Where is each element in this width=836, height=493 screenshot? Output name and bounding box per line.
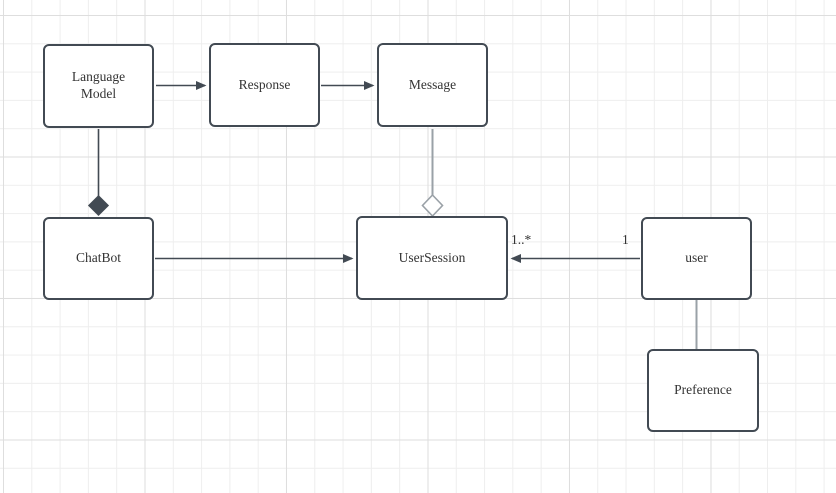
node-usersession-label: UserSession [398, 249, 466, 265]
node-user-label: user [685, 250, 708, 266]
node-response-label: Response [238, 76, 291, 92]
node-user[interactable]: user [641, 217, 752, 300]
node-chatbot-label: ChatBot [75, 250, 121, 266]
node-message-label: Message [408, 76, 457, 92]
node-language-model-label: Language Model [71, 69, 126, 101]
edge-message-usersession-aggregation[interactable] [421, 129, 444, 218]
node-chatbot[interactable]: ChatBot [43, 217, 154, 300]
node-preference-label: Preference [674, 382, 732, 398]
multiplicity-label-usersession: 1..* [511, 232, 532, 247]
composition-filled-diamond-icon [87, 194, 110, 217]
multiplicity-label-user: 1 [622, 232, 629, 247]
node-response[interactable]: Response [209, 43, 320, 127]
node-usersession[interactable]: UserSession [356, 216, 508, 300]
node-preference[interactable]: Preference [647, 349, 759, 432]
edge-languagemodel-chatbot-composition[interactable] [87, 129, 110, 217]
node-message[interactable]: Message [377, 43, 488, 127]
aggregation-open-diamond-icon [421, 193, 444, 218]
node-language-model[interactable]: Language Model [43, 44, 154, 128]
